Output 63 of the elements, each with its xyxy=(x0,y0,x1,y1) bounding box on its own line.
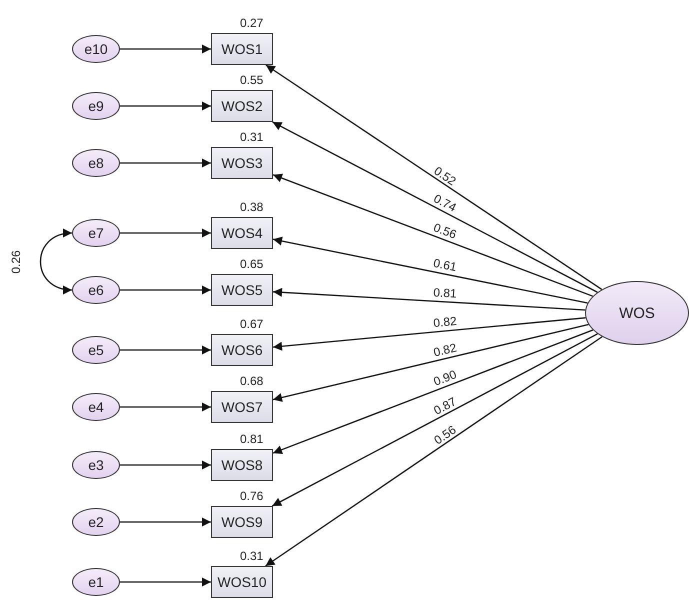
r-squared-value: 0.65 xyxy=(240,257,264,271)
arrow xyxy=(120,402,211,412)
arrow xyxy=(120,228,211,238)
error-term-ellipse: e1 xyxy=(72,568,120,596)
error-term-ellipse: e10 xyxy=(72,35,120,63)
r-squared-value: 0.31 xyxy=(240,130,264,144)
r-squared-value: 0.76 xyxy=(240,489,264,503)
error-term-ellipse: e2 xyxy=(72,508,120,536)
r-squared-value: 0.68 xyxy=(240,374,264,388)
arrow xyxy=(120,102,211,110)
path-coefficient: 0.87 xyxy=(431,394,459,418)
arrow xyxy=(120,286,211,294)
latent-variable-ellipse: WOS xyxy=(585,281,689,345)
error-term-ellipse: e6 xyxy=(72,276,120,304)
arrow xyxy=(272,174,593,297)
arrow xyxy=(272,317,586,351)
r-squared-value: 0.67 xyxy=(240,317,264,331)
arrow xyxy=(120,518,211,526)
observed-variable-box: WOS3 xyxy=(211,147,273,179)
path-coefficient: 0.26 xyxy=(9,250,23,274)
path-coefficient: 0.74 xyxy=(431,192,459,215)
path-coefficient: 0.90 xyxy=(432,367,458,389)
error-term-ellipse: e8 xyxy=(72,149,120,177)
path-coefficient: 0.56 xyxy=(432,220,458,242)
arrow xyxy=(272,333,598,507)
path-coefficient: 0.82 xyxy=(432,314,458,330)
r-squared-value: 0.38 xyxy=(240,200,264,214)
arrow xyxy=(120,346,211,354)
observed-variable-box: WOS1 xyxy=(211,33,273,65)
observed-variable-box: WOS10 xyxy=(211,566,273,598)
error-term-ellipse: e9 xyxy=(72,92,120,120)
arrow xyxy=(272,324,589,402)
path-coefficient: 0.61 xyxy=(432,256,458,274)
r-squared-value: 0.31 xyxy=(240,549,264,563)
arrow xyxy=(40,230,72,294)
observed-variable-box: WOS6 xyxy=(211,334,273,366)
error-term-ellipse: e5 xyxy=(72,336,120,364)
arrow xyxy=(120,44,211,54)
observed-variable-box: WOS8 xyxy=(211,449,273,481)
observed-variable-box: WOS5 xyxy=(211,274,273,306)
observed-variable-box: WOS4 xyxy=(211,217,273,249)
path-coefficient: 0.81 xyxy=(432,285,458,300)
r-squared-value: 0.27 xyxy=(240,16,264,30)
arrow xyxy=(272,121,598,293)
arrow xyxy=(272,236,588,304)
arrow xyxy=(272,329,594,454)
error-term-ellipse: e3 xyxy=(72,451,120,479)
arrow xyxy=(120,460,211,470)
r-squared-value: 0.55 xyxy=(240,73,264,87)
path-coefficient: 0.56 xyxy=(431,422,459,448)
path-coefficient: 0.82 xyxy=(432,340,458,360)
observed-variable-box: WOS2 xyxy=(211,90,273,122)
observed-variable-box: WOS9 xyxy=(211,506,273,538)
arrow xyxy=(272,288,586,311)
arrow xyxy=(266,64,602,290)
error-term-ellipse: e7 xyxy=(72,219,120,247)
r-squared-value: 0.81 xyxy=(240,432,264,446)
path-coefficient: 0.52 xyxy=(431,163,459,188)
arrow xyxy=(265,336,602,567)
arrow xyxy=(120,578,211,586)
error-term-ellipse: e4 xyxy=(72,393,120,421)
observed-variable-box: WOS7 xyxy=(211,391,273,423)
arrow xyxy=(120,158,211,168)
